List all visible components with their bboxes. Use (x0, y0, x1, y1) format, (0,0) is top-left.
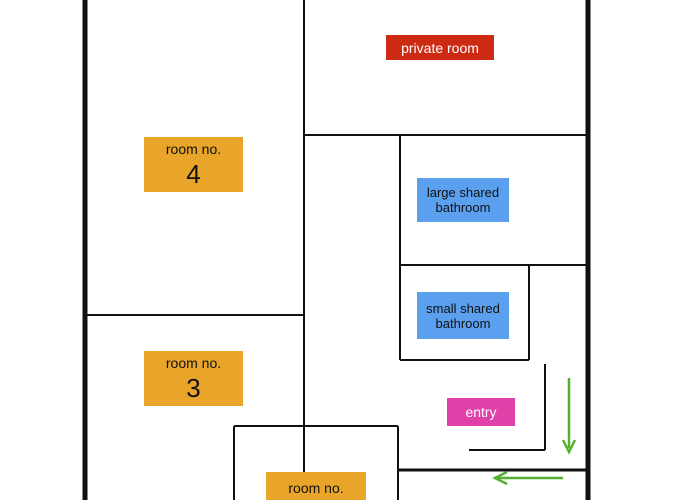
entry-text: entry (465, 404, 497, 420)
large-shared-bathroom-label: large shared bathroom (417, 178, 509, 222)
private-room-text: private room (401, 39, 479, 56)
room-4-label: room no. 4 (144, 137, 243, 192)
bottom-room-label: room no. (266, 472, 366, 500)
room-3-text: room no. (165, 354, 222, 371)
room-3-label: room no. 3 (144, 351, 243, 406)
room-4-number: 4 (186, 158, 201, 189)
room-4-text: room no. (165, 140, 222, 157)
bottom-room-text: room no. (288, 480, 344, 496)
room-3-number: 3 (186, 372, 201, 403)
entry-label: entry (447, 398, 515, 426)
arrow-left-icon (492, 470, 563, 486)
large-bathroom-text: large shared bathroom (426, 185, 500, 215)
arrow-down-icon (561, 378, 577, 455)
small-shared-bathroom-label: small shared bathroom (417, 292, 509, 339)
private-room-label: private room (386, 35, 494, 60)
small-bathroom-text: small shared bathroom (426, 300, 500, 331)
